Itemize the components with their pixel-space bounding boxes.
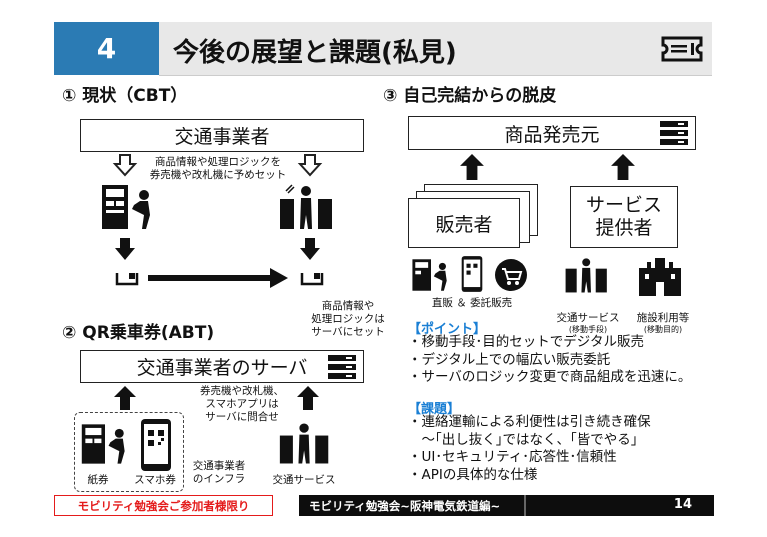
section3-heading: ③ 自己完結からの脱皮 xyxy=(383,86,557,106)
down-arrow-icon xyxy=(115,238,135,260)
facility-sub: (移動目的) xyxy=(643,325,683,335)
page-title: 今後の展望と課題(私見) xyxy=(173,38,457,68)
footer-confidential-badge: モビリティ勉強会ご参加者様限り xyxy=(54,495,273,516)
provider-box-label: サービス 提供者 xyxy=(585,194,662,239)
issuer-box: 商品発売元 xyxy=(408,116,696,150)
ticket-logo-icon xyxy=(661,36,703,62)
provider-box: サービス 提供者 xyxy=(570,186,678,248)
transport-service-label: 交通サービス xyxy=(272,474,336,486)
sales-label: 直販 ＆ 委託販売 xyxy=(431,297,513,309)
transport-service-label: 交通サービス (移動手段) xyxy=(552,312,624,335)
point-item: ・サーバのロジック変更で商品組成を迅速に。 xyxy=(408,369,692,386)
smartphone-qr-icon xyxy=(141,419,171,471)
hollow-down-arrow-icon xyxy=(112,154,138,177)
footer-divider xyxy=(524,495,526,516)
ticket-slot-icon xyxy=(115,273,139,286)
query-note: 券売機や改札機、 スマホアプリは サーバに問合せ xyxy=(200,385,284,424)
seller-box: 販売者 xyxy=(408,198,520,248)
point-item: ・移動手段･目的セットでデジタル販売 xyxy=(408,334,644,350)
facility-label: 施設利用等 (移動目的) xyxy=(628,312,698,335)
infra-note: 交通事業者 のインフラ xyxy=(192,460,246,486)
up-arrow-icon xyxy=(297,386,319,410)
down-arrow-icon xyxy=(300,238,320,260)
smartphone-qr-icon xyxy=(461,256,483,292)
seller-box-label: 販売者 xyxy=(435,213,493,236)
issue-item: ・連絡運輸による利便性は引き続き確保 xyxy=(408,414,651,430)
paper-ticket-label: 紙券 xyxy=(87,474,109,486)
ticket-machine-icon xyxy=(412,259,447,291)
ticket-machine-icon xyxy=(102,185,150,229)
issue-list: ・連絡運輸による利便性は引き続き確保 ～｢出し抜く｣ではなく、｢皆でやる｣ ・U… xyxy=(408,414,651,484)
header-number: 4 xyxy=(96,32,117,65)
up-arrow-icon xyxy=(114,386,136,410)
ticket-gate-icon xyxy=(565,258,607,293)
server-box: 交通事業者のサーバ xyxy=(80,350,364,383)
point-title: 【ポイント】 xyxy=(408,322,487,337)
castle-icon xyxy=(639,258,681,296)
section1-heading: ① 現状（CBT） xyxy=(62,86,188,106)
operator-box: 交通事業者 xyxy=(80,119,364,152)
section2-heading: ② QR乗車券(ABT) xyxy=(62,323,215,343)
footer-bar: モビリティ勉強会~阪神電気鉄道編~ 14 xyxy=(299,495,714,516)
point-list: ・移動手段･目的セットでデジタル販売 ・デジタル上での幅広い販売委託 ・サーバの… xyxy=(408,334,691,387)
ticket-slot-icon xyxy=(300,273,324,286)
server-box-label: 交通事業者のサーバ xyxy=(136,357,308,379)
issue-title: 【課題】 xyxy=(408,402,461,417)
issue-item: ・APIの具体的な仕様 xyxy=(408,466,538,483)
issuer-box-label: 商品発売元 xyxy=(504,123,600,146)
transport-sub: (移動手段) xyxy=(568,325,608,335)
ticket-machine-icon xyxy=(81,424,125,464)
infra-dashed-group xyxy=(74,412,184,492)
server-note: 商品情報や 処理ロジックは サーバにセット xyxy=(311,300,385,339)
header-title-bar: 今後の展望と課題(私見) xyxy=(159,22,712,76)
point-item: ・デジタル上での幅広い販売委託 xyxy=(408,351,611,368)
footer-confidential-text: モビリティ勉強会ご参加者様限り xyxy=(77,498,250,513)
header-number-badge: 4 xyxy=(54,22,159,75)
page-number: 14 xyxy=(673,497,692,512)
up-arrow-icon xyxy=(611,154,635,180)
issue-item: ～｢出し抜く｣ではなく、｢皆でやる｣ xyxy=(408,431,638,448)
operator-box-label: 交通事業者 xyxy=(174,126,270,148)
server-rack-icon xyxy=(660,121,688,145)
issue-item: ・UI･セキュリティ･応答性･信頼性 xyxy=(408,449,617,466)
facility-label-main: 施設利用等 xyxy=(636,312,690,324)
ticket-gate-icon xyxy=(280,184,332,229)
shopping-cart-icon xyxy=(495,259,527,291)
preset-note: 商品情報や処理ロジックを 券売機や改札機に予めセット xyxy=(149,156,287,182)
hollow-down-arrow-icon xyxy=(297,154,323,177)
right-arrow-icon xyxy=(148,268,288,288)
transport-label: 交通サービス xyxy=(556,312,620,324)
ticket-gate-icon xyxy=(279,423,329,464)
phone-ticket-label: スマホ券 xyxy=(134,474,176,486)
footer-title: モビリティ勉強会~阪神電気鉄道編~ xyxy=(309,499,501,513)
up-arrow-icon xyxy=(460,154,484,180)
server-rack-icon xyxy=(328,355,356,379)
